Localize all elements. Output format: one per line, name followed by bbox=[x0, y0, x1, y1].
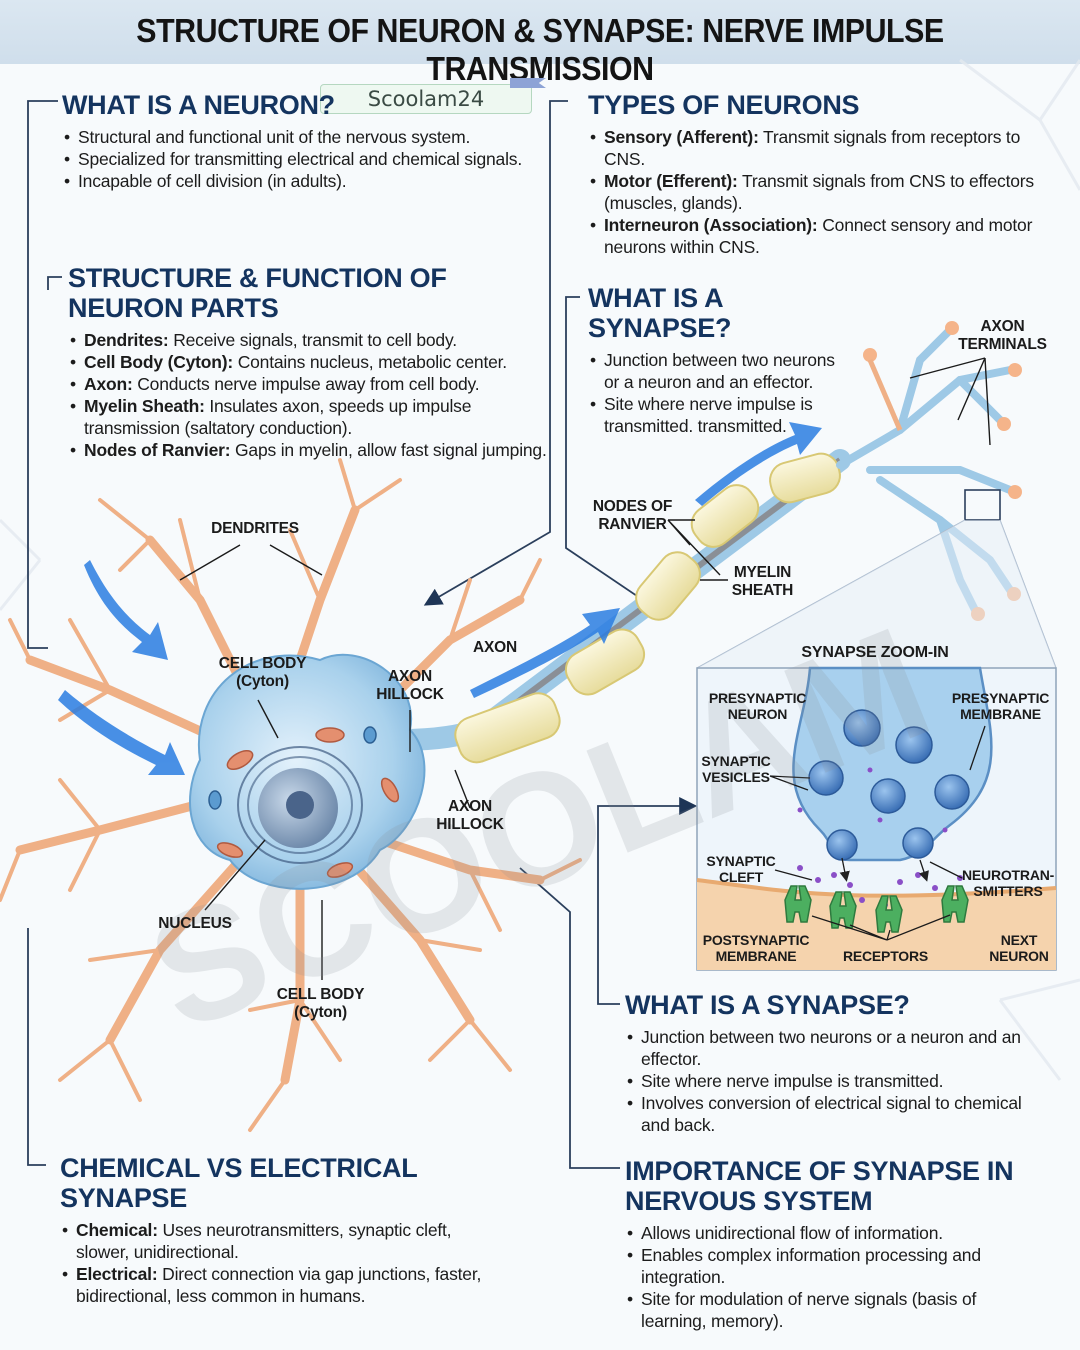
section-types-of-neurons: TYPES OF NEURONS Sensory (Afferent): Tra… bbox=[588, 90, 1058, 258]
zoom-marker bbox=[964, 489, 1001, 521]
label-presynaptic-membrane: PRESYNAPTIC MEMBRANE bbox=[951, 690, 1050, 722]
list-item: Site where nerve impulse is transmitted.… bbox=[588, 393, 838, 437]
label-axon-hillock-2: AXON HILLOCK bbox=[436, 798, 504, 833]
list-item: Involves conversion of electrical signal… bbox=[625, 1092, 1045, 1136]
list-item: Allows unidirectional flow of informatio… bbox=[625, 1222, 1045, 1244]
list-item: Junction between two neurons or a neuron… bbox=[625, 1026, 1045, 1070]
list-item: Sensory (Afferent): Transmit signals fro… bbox=[588, 126, 1058, 170]
section-heading-line2: SYNAPSE bbox=[60, 1183, 187, 1213]
label-pointers bbox=[179, 357, 991, 980]
synapse-zoom-panel bbox=[696, 666, 1057, 971]
list-item: Nodes of Ranvier: Gaps in myelin, allow … bbox=[68, 439, 548, 461]
zoom-title: SYNAPSE ZOOM-IN bbox=[801, 644, 949, 661]
cell-body bbox=[189, 653, 426, 890]
label-receptors: RECEPTORS bbox=[842, 948, 929, 964]
section-heading: WHAT IS A SYNAPSE? bbox=[588, 283, 732, 343]
section-what-is-neuron: WHAT IS A NEURON? Structural and functio… bbox=[62, 90, 542, 192]
label-neurotransmitters: NEUROTRAN- SMITTERS bbox=[962, 867, 1055, 899]
label-myelin-sheath: MYELIN SHEATH bbox=[731, 564, 794, 599]
label-axon: AXON bbox=[473, 639, 517, 656]
section-heading-line2: NERVOUS SYSTEM bbox=[625, 1186, 873, 1216]
section-heading-line1: CHEMICAL VS ELECTRICAL bbox=[60, 1153, 418, 1183]
section-heading-line1: STRUCTURE & FUNCTION OF bbox=[68, 263, 447, 293]
section-heading-line1: IMPORTANCE OF SYNAPSE IN bbox=[625, 1156, 1014, 1186]
connector-lines bbox=[27, 100, 698, 1169]
label-next-neuron: NEXT NEURON bbox=[989, 932, 1049, 964]
list-item: Junction between two neurons or a neuron… bbox=[588, 349, 838, 393]
list-item: Enables complex information processing a… bbox=[625, 1244, 1045, 1288]
section-synapse-top: WHAT IS A SYNAPSE? Junction between two … bbox=[588, 283, 838, 437]
section-importance: IMPORTANCE OF SYNAPSE IN NERVOUS SYSTEM … bbox=[625, 1156, 1045, 1332]
list-item: Motor (Efferent): Transmit signals from … bbox=[588, 170, 1058, 214]
list-item: Interneuron (Association): Connect senso… bbox=[588, 214, 1058, 258]
myelin-sheath bbox=[454, 452, 841, 764]
label-cell-body-2: CELL BODY (Cyton) bbox=[276, 986, 365, 1021]
list-item: Incapable of cell division (in adults). bbox=[62, 170, 542, 192]
dendrites bbox=[0, 458, 582, 1132]
label-synaptic-vesicles: SYNAPTIC VESICLES bbox=[701, 753, 771, 785]
section-heading: WHAT IS A NEURON? bbox=[62, 90, 335, 120]
label-axon-terminals: AXON TERMINALS bbox=[958, 318, 1047, 353]
label-nucleus: NUCLEUS bbox=[158, 915, 232, 932]
list-item: Site for modulation of nerve signals (ba… bbox=[625, 1288, 1045, 1332]
label-axon-hillock: AXON HILLOCK bbox=[376, 668, 444, 703]
section-heading: WHAT IS A SYNAPSE? bbox=[625, 990, 910, 1020]
page-title: STRUCTURE OF NEURON & SYNAPSE: NERVE IMP… bbox=[136, 12, 944, 87]
section-structure-function: STRUCTURE & FUNCTION OF NEURON PARTS Den… bbox=[68, 263, 548, 461]
flag-icon bbox=[510, 78, 546, 88]
list-item: Electrical: Direct connection via gap ju… bbox=[60, 1263, 500, 1307]
label-postsynaptic-membrane: POSTSYNAPTIC MEMBRANE bbox=[702, 932, 810, 964]
label-nodes-of-ranvier: NODES OF RANVIER bbox=[592, 498, 673, 533]
title-bar: STRUCTURE OF NEURON & SYNAPSE: NERVE IMP… bbox=[0, 0, 1080, 87]
watermark-badge: Scoolam24 bbox=[320, 84, 532, 114]
list-item: Cell Body (Cyton): Contains nucleus, met… bbox=[68, 351, 548, 373]
receptors bbox=[784, 885, 969, 933]
section-heading-line2: NEURON PARTS bbox=[68, 293, 279, 323]
impulse-arrows bbox=[58, 422, 822, 775]
list-item: Specialized for transmitting electrical … bbox=[62, 148, 542, 170]
label-synaptic-cleft: SYNAPTIC CLEFT bbox=[706, 853, 776, 885]
label-presynaptic-neuron: PRESYNAPTIC NEURON bbox=[708, 690, 807, 722]
list-item: Dendrites: Receive signals, transmit to … bbox=[68, 329, 548, 351]
label-dendrites: DENDRITES bbox=[211, 520, 299, 537]
list-item: Axon: Conducts nerve impulse away from c… bbox=[68, 373, 548, 395]
organelles bbox=[208, 726, 400, 878]
list-item: Chemical: Uses neurotransmitters, synapt… bbox=[60, 1219, 500, 1263]
section-chemical-vs-electrical: CHEMICAL VS ELECTRICAL SYNAPSE Chemical:… bbox=[60, 1153, 500, 1307]
list-item: Structural and functional unit of the ne… bbox=[62, 126, 542, 148]
section-synapse-bottom: WHAT IS A SYNAPSE? Junction between two … bbox=[625, 990, 1045, 1136]
list-item: Myelin Sheath: Insulates axon, speeds up… bbox=[68, 395, 548, 439]
background-neuron-pattern bbox=[0, 58, 1080, 1081]
section-heading: TYPES OF NEURONS bbox=[588, 90, 860, 120]
label-cell-body: CELL BODY (Cyton) bbox=[218, 655, 307, 690]
list-item: Site where nerve impulse is transmitted. bbox=[625, 1070, 1045, 1092]
